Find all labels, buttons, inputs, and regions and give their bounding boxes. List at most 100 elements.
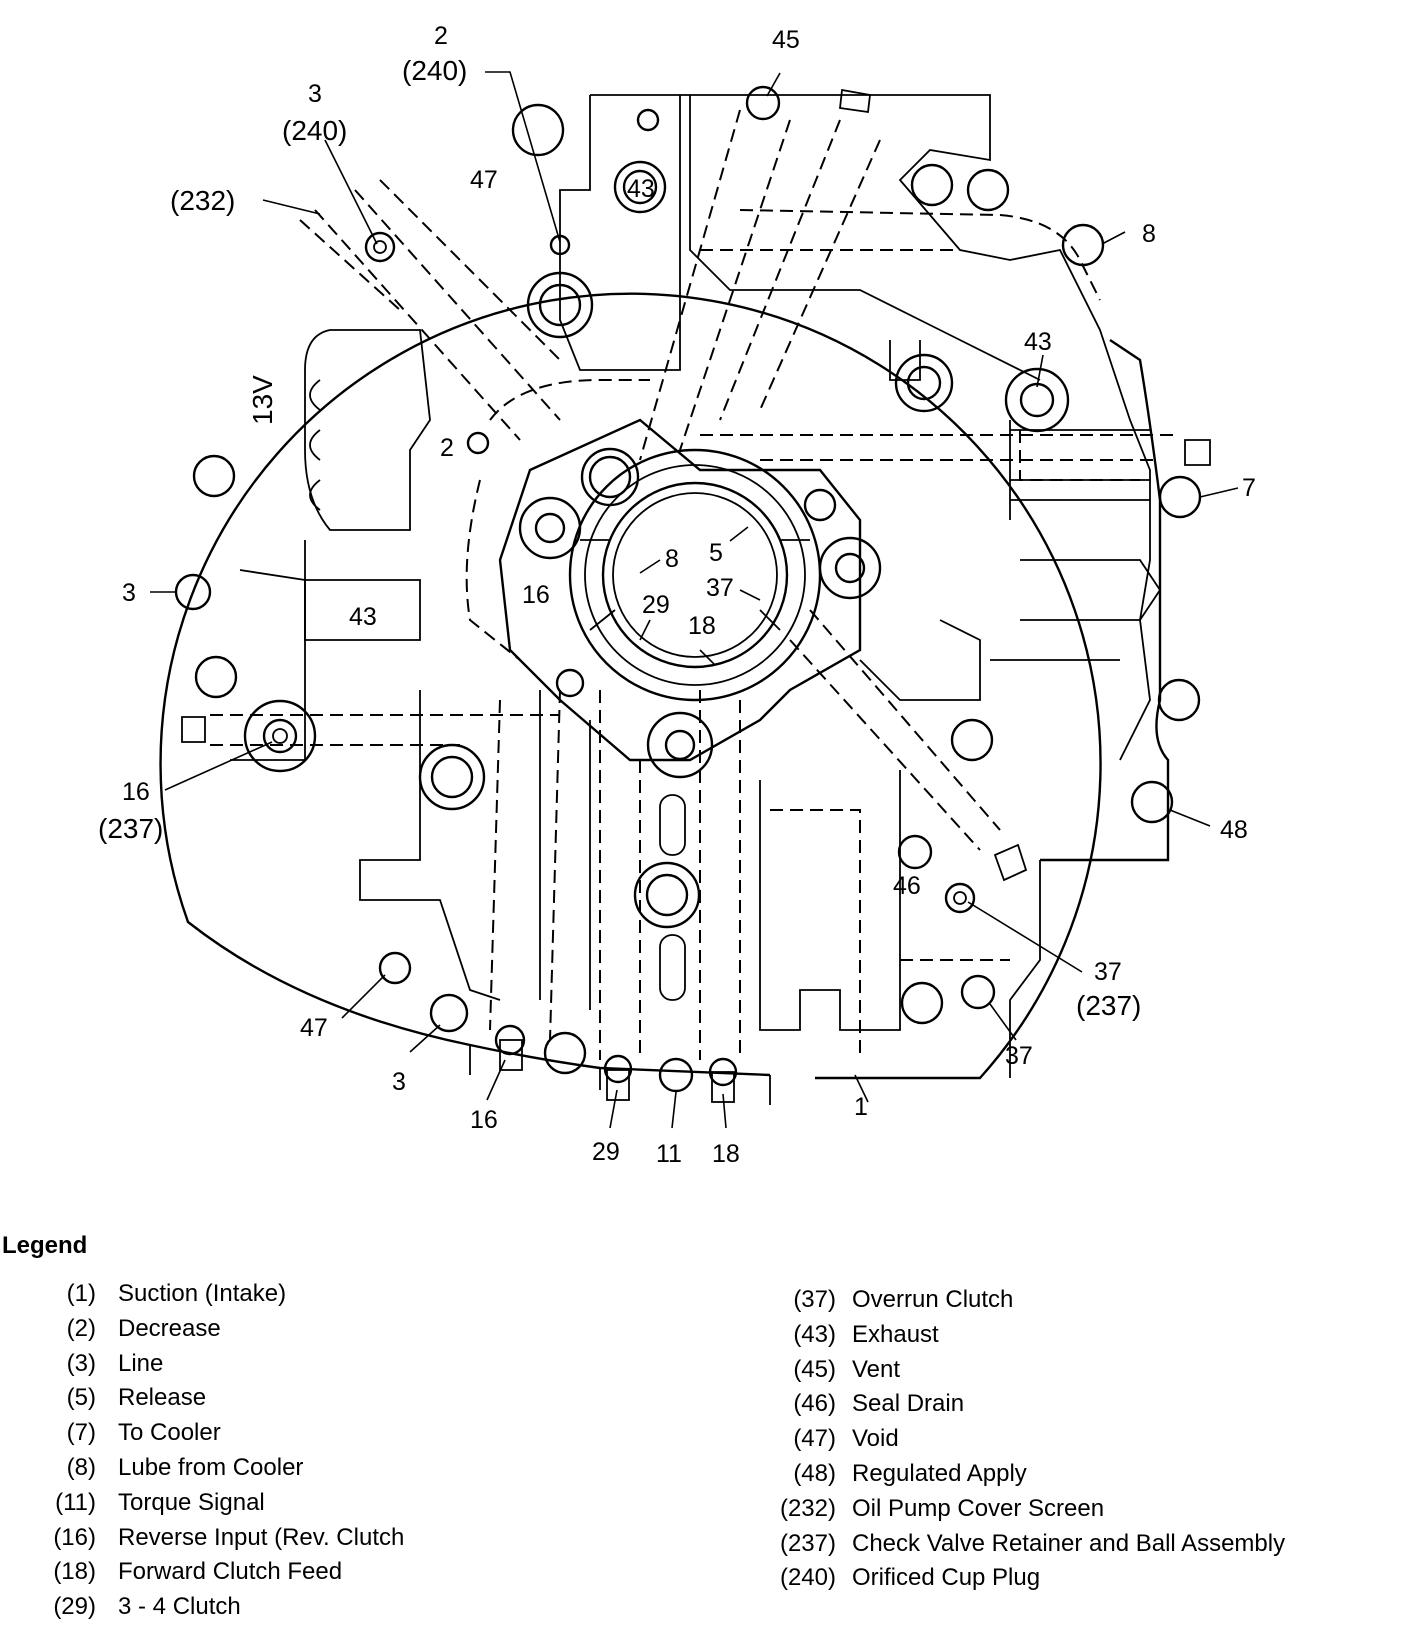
callout-3-top: 3 [308, 80, 322, 108]
legend-text: Exhaust [852, 1320, 939, 1348]
legend-code: (43) [793, 1320, 836, 1348]
port-label-46-inner: 46 [893, 872, 921, 900]
legend-item: (29)3 - 4 Clutch [0, 1593, 660, 1628]
legend-text: Void [852, 1425, 899, 1453]
port-label-47-top: 47 [470, 166, 498, 194]
callout-18-bottom: 18 [712, 1140, 740, 1168]
callout-labels: 2 (240) 3 (240) (232) 45 8 7 3 16 (237) … [98, 22, 1256, 1168]
legend-right-column: (37)Overrun Clutch (43)Exhaust (45)Vent … [740, 1286, 1400, 1599]
legend-title: Legend [2, 1232, 88, 1259]
callout-47-bottom: 47 [300, 1014, 328, 1042]
legend-code: (2) [66, 1314, 96, 1342]
callout-7: 7 [1242, 474, 1256, 502]
legend-item: (8) Lube from Cooler [0, 1454, 660, 1489]
legend-item: (43) Exhaust [740, 1321, 1400, 1356]
legend-item: (232) Oil Pump Cover Screen [740, 1495, 1400, 1530]
legend-text: Seal Drain [852, 1390, 965, 1418]
inner-casting [230, 94, 1162, 1031]
callout-232: (232) [170, 185, 235, 216]
legend-item: (46) Seal Drain [740, 1390, 1400, 1425]
callout-3-top-sub: (240) [282, 115, 347, 146]
callout-37-right: 37 [1094, 958, 1122, 986]
port-label-5-hub: 5 [709, 539, 723, 567]
legend-code: (7) [66, 1419, 96, 1447]
central-hub [498, 418, 862, 762]
legend-text: To Cooler [118, 1419, 221, 1447]
legend-code: (47) [793, 1425, 836, 1453]
legend-text: Orificed Cup Plug [852, 1564, 1041, 1592]
legend-item: (18) Forward Clutch Feed [0, 1558, 660, 1593]
legend-code: (11) [55, 1488, 96, 1516]
legend-item: (240) Orificed Cup Plug [740, 1564, 1400, 1599]
legend-code: (232) [779, 1494, 836, 1522]
legend-text: Vent [852, 1355, 901, 1383]
callout-3-bottom: 3 [392, 1068, 406, 1096]
label-13v: 13V [247, 375, 278, 425]
callout-3-left: 3 [122, 579, 136, 607]
legend-code: (45) [793, 1355, 836, 1383]
legend-code: (3) [66, 1349, 96, 1377]
callout-29-bottom: 29 [592, 1138, 620, 1166]
port-labels: 43 47 2 16 43 8 5 37 29 18 43 46 13V [247, 166, 1052, 900]
legend-item: (47) Void [740, 1425, 1400, 1460]
legend-item: (2) Decrease [0, 1315, 660, 1350]
callout-1-bottom: 1 [854, 1093, 868, 1121]
legend-item: (237) Check Valve Retainer and Ball Assem… [740, 1530, 1400, 1565]
leader-lines [150, 71, 1239, 1129]
port-label-43-box: 43 [349, 603, 377, 631]
legend-code: (240) [779, 1564, 836, 1592]
legend-text: Reverse Input (Rev. Clutch [118, 1523, 405, 1551]
port-label-37-hub: 37 [706, 574, 734, 602]
legend-text: Release [118, 1384, 207, 1412]
port-label-8-hub: 8 [665, 545, 679, 573]
port-label-16-inner: 16 [522, 581, 550, 609]
callout-16-bottom: 16 [470, 1106, 498, 1134]
legend-item: (45) Vent [740, 1356, 1400, 1391]
callout-45: 45 [772, 26, 800, 54]
legend-text: Decrease [118, 1314, 221, 1342]
port-label-29-hub: 29 [642, 591, 670, 619]
callout-2-top: 2 [434, 22, 448, 50]
callout-11-bottom: 11 [656, 1140, 682, 1168]
callout-16-left: 16 [122, 778, 150, 806]
callout-48: 48 [1220, 816, 1248, 844]
legend-code: (8) [66, 1453, 96, 1481]
internal-passages [210, 109, 1180, 1060]
legend-item: (7) To Cooler [0, 1419, 660, 1454]
legend-item: (3) Line [0, 1350, 660, 1385]
callout-37-bottom: 37 [1005, 1042, 1033, 1070]
legend-text: Lube from Cooler [118, 1453, 304, 1481]
legend-code: (18) [53, 1558, 96, 1586]
legend-item: (1) Suction (Intake) [0, 1280, 660, 1315]
oil-pump-cover-diagram: 43 47 2 16 43 8 5 37 29 18 43 46 13V 2 (… [98, 22, 1256, 1168]
legend-item: (5) Release [0, 1384, 660, 1419]
legend-code: (29) [53, 1593, 96, 1621]
legend-code: (1) [66, 1280, 96, 1307]
callout-37-right-sub: (237) [1076, 990, 1141, 1021]
pump-cover-outline [159, 292, 1170, 1105]
legend-text: Suction (Intake) [118, 1280, 287, 1307]
legend-text: Overrun Clutch [852, 1286, 1014, 1313]
port-label-18-hub: 18 [688, 612, 716, 640]
port-label-43-right: 43 [1024, 328, 1052, 356]
legend-text: Regulated Apply [852, 1459, 1027, 1487]
legend-item: (16) Reverse Input (Rev. Clutch [0, 1524, 660, 1559]
legend-code: (16) [53, 1523, 96, 1551]
legend-text: Check Valve Retainer and Ball Assembly [852, 1529, 1286, 1557]
port-label-43-center: 43 [627, 175, 655, 203]
legend-left-column: (1)Suction (Intake) (2)Decrease (3)Line … [0, 1280, 660, 1628]
legend-text: Line [118, 1349, 164, 1377]
callout-16-left-sub: (237) [98, 813, 163, 844]
legend-item: (48) Regulated Apply [740, 1460, 1400, 1495]
legend-code: (37) [793, 1286, 836, 1313]
legend-item: (37) Overrun Clutch [740, 1286, 1400, 1321]
legend-code: (46) [793, 1390, 836, 1418]
port-label-2-inner: 2 [440, 434, 454, 462]
legend-code: (5) [66, 1384, 96, 1412]
legend-code: (237) [779, 1529, 836, 1557]
callout-8: 8 [1142, 220, 1156, 248]
legend-text: Oil Pump Cover Screen [852, 1494, 1105, 1522]
legend-text: Forward Clutch Feed [118, 1558, 343, 1586]
legend-code: (48) [793, 1459, 836, 1487]
legend-item: (11)Torque Signal [0, 1489, 660, 1524]
